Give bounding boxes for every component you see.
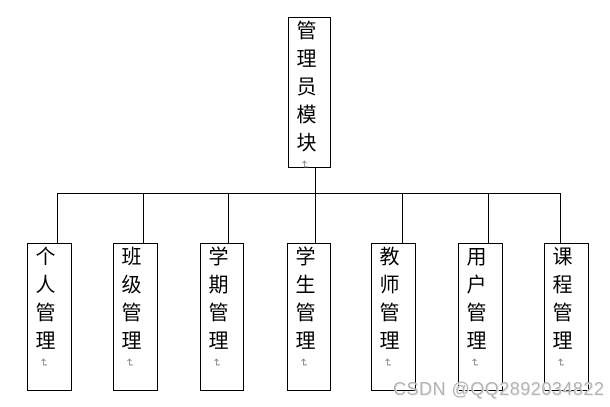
connector-drop-line bbox=[228, 193, 229, 243]
connector-drop-line bbox=[143, 193, 144, 243]
connector-drop-line bbox=[402, 193, 403, 243]
node-label: 个人管理 bbox=[32, 246, 54, 358]
paragraph-mark-icon: ↵ bbox=[554, 358, 567, 368]
paragraph-mark-icon: ↵ bbox=[210, 358, 223, 368]
node-label: 班级管理 bbox=[118, 246, 140, 358]
node-label: 学期管理 bbox=[205, 246, 227, 358]
paragraph-mark-icon: ↵ bbox=[123, 358, 136, 368]
node-label: 管理员模块 bbox=[293, 20, 315, 160]
node-label: 用户管理 bbox=[463, 246, 485, 358]
node-semester-management: 学期管理↵ bbox=[200, 243, 244, 391]
node-personal-management: 个人管理↵ bbox=[27, 243, 72, 391]
node-label: 学生管理 bbox=[292, 246, 314, 358]
paragraph-mark-icon: ↵ bbox=[381, 358, 394, 368]
node-label: 教师管理 bbox=[376, 246, 398, 358]
connector-drop-line bbox=[57, 193, 58, 243]
node-teacher-management: 教师管理↵ bbox=[371, 243, 416, 391]
node-label: 课程管理 bbox=[549, 246, 571, 358]
paragraph-mark-icon: ↵ bbox=[468, 358, 481, 368]
node-course-management: 课程管理↵ bbox=[544, 243, 589, 391]
node-user-management: 用户管理↵ bbox=[458, 243, 503, 391]
connector-trunk-line bbox=[315, 168, 316, 243]
connector-drop-line bbox=[488, 193, 489, 243]
paragraph-mark-icon: ↵ bbox=[297, 358, 310, 368]
node-student-management: 学生管理↵ bbox=[287, 243, 331, 391]
connector-horizontal-line bbox=[57, 193, 561, 194]
connector-drop-line bbox=[560, 193, 561, 243]
node-admin-module: 管理员模块↵ bbox=[288, 17, 331, 170]
node-class-management: 班级管理↵ bbox=[113, 243, 158, 391]
paragraph-mark-icon: ↵ bbox=[298, 160, 311, 170]
paragraph-mark-icon: ↵ bbox=[37, 358, 50, 368]
